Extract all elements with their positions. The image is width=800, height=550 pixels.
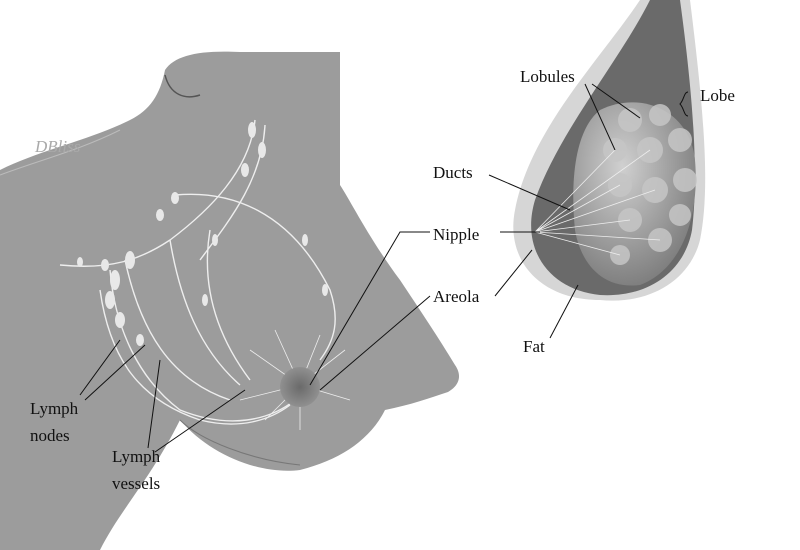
torso-illustration (0, 51, 460, 550)
label-ducts: Ducts (433, 163, 473, 182)
label-fat: Fat (523, 337, 545, 356)
label-lymph-vessels-line2: vessels (112, 474, 160, 493)
breast-cross-section (513, 0, 706, 301)
label-lymph-vessels-line1: Lymph (112, 447, 161, 466)
leader-lines (79, 83, 641, 453)
label-nipple: Nipple (433, 225, 479, 244)
label-lobules: Lobules (520, 67, 575, 86)
label-areola: Areola (433, 287, 480, 306)
label-lobe: Lobe (700, 86, 735, 105)
signature: DBliss (34, 137, 81, 156)
label-lymph-nodes-line1: Lymph (30, 399, 79, 418)
areola-left (280, 367, 320, 407)
lymph-network (59, 119, 351, 430)
label-lymph-nodes-line2: nodes (30, 426, 70, 445)
